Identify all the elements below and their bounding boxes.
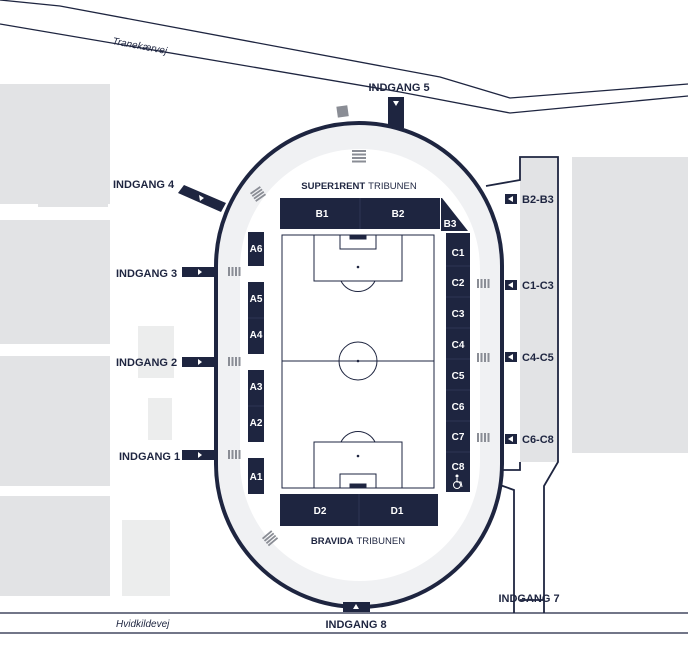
triangle-arrow-icon: [393, 101, 399, 106]
stand-east: C1 C2 C3 C4 C5 C6 C7 C8: [446, 233, 470, 492]
entrance-label-8: INDGANG 8: [325, 619, 386, 631]
building: [122, 520, 170, 596]
section-label-c6: C6: [452, 402, 465, 413]
building: [138, 326, 174, 378]
center-spot: [356, 359, 360, 363]
triangle-arrow-icon: [508, 354, 513, 360]
section-label-c8: C8: [452, 462, 465, 473]
triangle-arrow-icon: [508, 436, 513, 442]
east-gate-label-c4-c5: C4-C5: [522, 352, 554, 364]
section-c1-c8[interactable]: [446, 233, 470, 492]
section-a1[interactable]: [248, 458, 264, 494]
triangle-arrow-icon: [508, 196, 513, 202]
surrounding-buildings: [0, 84, 688, 596]
section-label-a6: A6: [250, 244, 263, 255]
triangle-arrow-icon: [353, 604, 359, 609]
triangle-arrow-icon: [199, 195, 204, 201]
entrance-label-1: INDGANG 1: [119, 451, 180, 463]
triangle-arrow-icon: [198, 359, 202, 365]
wheelchair-icon: [453, 474, 463, 489]
building: [520, 157, 558, 462]
building: [38, 135, 108, 207]
building: [0, 496, 110, 596]
stairs-icon: [250, 186, 267, 202]
penalty-spot-south: [356, 454, 360, 458]
stadium-inner-wall: [240, 149, 480, 581]
section-label-b2: B2: [392, 209, 405, 220]
section-label-c2: C2: [452, 278, 465, 289]
section-label-c1: C1: [452, 248, 465, 259]
road-label-hvidkildevej: Hvidkildevej: [116, 619, 170, 630]
road-label-tranekaervej: Tranekærvej: [111, 36, 168, 57]
section-label-a5: A5: [250, 294, 263, 305]
east-paths: [485, 156, 559, 613]
building: [572, 157, 688, 453]
east-gate-label-c6-c8: C6-C8: [522, 434, 554, 446]
entrance-label-3: INDGANG 3: [116, 268, 177, 280]
building: [0, 220, 110, 344]
stairs-icon: [477, 353, 490, 362]
stairs-icon: [228, 267, 241, 276]
penalty-spot-north: [356, 265, 360, 269]
section-b3[interactable]: [441, 198, 468, 231]
section-label-a4: A4: [250, 330, 263, 341]
entrance-label-5: INDGANG 5: [368, 82, 429, 94]
road-north: [0, 0, 688, 114]
stairs-icon: [262, 530, 279, 547]
road-south: [0, 612, 688, 634]
stand-north: B1 B2 B3: [280, 198, 468, 231]
section-label-a2: A2: [250, 418, 263, 429]
light-buildings: [122, 326, 174, 596]
stairs-icon: [477, 433, 490, 442]
triangle-arrow-icon: [198, 269, 202, 275]
stairs-icon: [352, 150, 366, 163]
entrance-label-2: INDGANG 2: [116, 357, 177, 369]
building: [70, 440, 110, 485]
entrance-label-4: INDGANG 4: [113, 179, 175, 191]
section-label-c3: C3: [452, 309, 465, 320]
section-label-b1: B1: [316, 209, 329, 220]
section-label-d1: D1: [391, 506, 404, 517]
east-gate-markers: [505, 194, 517, 444]
section-a6[interactable]: [248, 232, 264, 266]
entry-arrows: [198, 101, 399, 609]
triangle-arrow-icon: [508, 282, 513, 288]
section-label-b3: B3: [444, 219, 457, 230]
entrance-label-7: INDGANG 7: [498, 593, 559, 605]
stairs-icon: [228, 357, 241, 366]
section-label-a3: A3: [250, 382, 263, 393]
east-gate-label-b2-b3: B2-B3: [522, 194, 554, 206]
building: [148, 398, 172, 440]
triangle-arrow-icon: [198, 452, 202, 458]
section-label-c7: C7: [452, 432, 465, 443]
stairs-icons: [228, 150, 490, 547]
section-label-c5: C5: [452, 371, 465, 382]
east-gate-label-c1-c3: C1-C3: [522, 280, 554, 292]
kiosk: [336, 105, 349, 118]
section-label-d2: D2: [314, 506, 327, 517]
east-entry-arrows: [508, 196, 513, 442]
stairs-icon: [228, 450, 241, 459]
gate-indgang-5[interactable]: [388, 97, 404, 128]
stairs-icon: [477, 279, 490, 288]
stand-south: D2 D1: [280, 494, 438, 526]
section-label-c4: C4: [452, 340, 465, 351]
section-label-a1: A1: [250, 472, 263, 483]
